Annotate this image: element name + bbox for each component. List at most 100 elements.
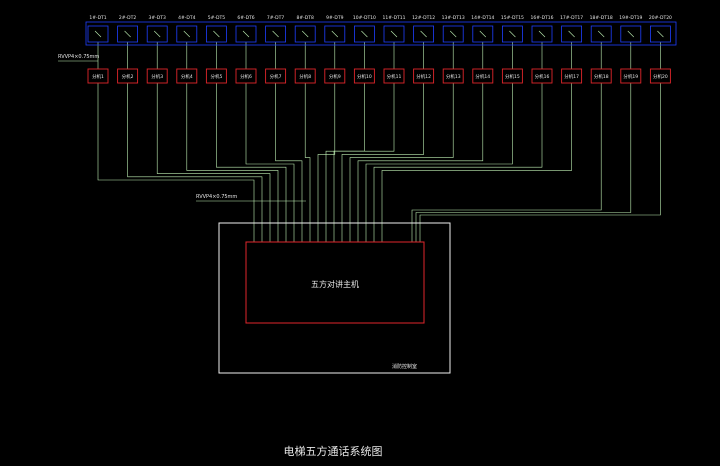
elevator-box-mark bbox=[479, 30, 487, 38]
module-label: 分机5 bbox=[210, 73, 222, 80]
elevator-label: 9#-DT9 bbox=[326, 15, 343, 21]
module-label: 分机13 bbox=[446, 73, 461, 80]
module-wire bbox=[156, 83, 271, 242]
module-label: 分机7 bbox=[270, 73, 282, 80]
module-label: 分机6 bbox=[240, 73, 252, 80]
elevator-box-mark bbox=[627, 30, 635, 38]
elevator-box-mark bbox=[390, 30, 398, 38]
elevator-box-mark bbox=[272, 30, 279, 38]
module-wire bbox=[415, 83, 632, 242]
elevator-box bbox=[265, 25, 287, 43]
elevator-box bbox=[324, 25, 346, 43]
elevator-box bbox=[294, 25, 316, 43]
fire-control-room-box bbox=[218, 222, 451, 374]
elevator-box-mark bbox=[509, 30, 516, 38]
module-wire bbox=[357, 83, 484, 242]
module-label: 分机2 bbox=[122, 73, 134, 80]
module-wire bbox=[333, 83, 395, 242]
module-wire bbox=[411, 83, 602, 242]
elevator-label: 19#-DT19 bbox=[619, 15, 642, 21]
module-box bbox=[294, 68, 316, 84]
module-box bbox=[87, 68, 109, 84]
elevator-box-mark bbox=[94, 30, 102, 38]
module-wire bbox=[373, 83, 543, 242]
elevator-label: 8#-DT8 bbox=[297, 15, 314, 21]
elevator-box-mark bbox=[538, 30, 546, 38]
elevator-box-mark bbox=[242, 30, 250, 38]
module-label: 分机1 bbox=[92, 73, 104, 80]
elevator-box bbox=[442, 25, 464, 43]
module-box bbox=[324, 68, 346, 84]
module-wire bbox=[325, 83, 365, 242]
elevator-box bbox=[353, 25, 375, 43]
elevator-label: 11#-DT11 bbox=[382, 15, 405, 21]
elevator-label: 17#-DT17 bbox=[560, 15, 583, 21]
elevator-label: 10#-DT10 bbox=[353, 15, 376, 21]
wire-bundle bbox=[97, 42, 661, 242]
elevator-box bbox=[117, 25, 138, 43]
module-wire bbox=[275, 83, 303, 242]
module-box bbox=[205, 68, 227, 84]
elevator-label: 7#-DT7 bbox=[267, 15, 284, 21]
elevator-box bbox=[87, 25, 109, 43]
module-box bbox=[117, 68, 139, 84]
cable-label-top: RVVP4×0.75mm bbox=[58, 54, 99, 60]
elevator-box bbox=[531, 25, 553, 43]
module-wire bbox=[304, 83, 311, 242]
elevator-box-mark bbox=[331, 30, 339, 38]
module-label: 分机19 bbox=[623, 73, 638, 80]
module-label: 分机4 bbox=[181, 73, 193, 80]
elevator-box-mark bbox=[183, 30, 191, 38]
module-wire bbox=[127, 83, 263, 242]
intercom-host-label: 五方对讲主机 bbox=[311, 279, 359, 289]
elevator-label: 14#-DT14 bbox=[471, 15, 494, 21]
module-wire bbox=[349, 83, 454, 242]
module-label: 分机15 bbox=[505, 73, 520, 80]
elevator-box-mark bbox=[124, 30, 131, 38]
elevator-box-mark bbox=[153, 30, 161, 38]
module-label: 分机16 bbox=[535, 73, 550, 80]
module-label: 分机9 bbox=[329, 73, 341, 80]
cable-label-main: RVVP4×0.75mm bbox=[196, 194, 237, 200]
module-label: 分机12 bbox=[416, 73, 431, 80]
module-box bbox=[176, 68, 198, 84]
module-wire bbox=[419, 83, 661, 242]
module-box bbox=[472, 68, 494, 84]
elevator-box bbox=[650, 25, 671, 43]
elevator-box bbox=[205, 25, 227, 43]
elevator-box bbox=[561, 25, 582, 43]
module-label: 分机14 bbox=[475, 73, 490, 80]
module-label: 分机17 bbox=[564, 73, 579, 80]
module-box bbox=[265, 68, 287, 84]
elevator-box bbox=[501, 25, 523, 43]
elevator-label: 15#-DT15 bbox=[501, 15, 524, 21]
elevator-box bbox=[146, 25, 168, 43]
elevator-label: 3#-DT3 bbox=[149, 15, 166, 21]
module-label: 分机18 bbox=[594, 73, 609, 80]
elevator-label: 13#-DT13 bbox=[442, 15, 465, 21]
intercom-host-box bbox=[245, 241, 425, 324]
elevator-row-frame bbox=[85, 21, 677, 46]
diagram-title: 电梯五方通话系统图 bbox=[284, 444, 383, 458]
module-box bbox=[235, 68, 257, 84]
elevator-box bbox=[620, 25, 642, 43]
elevator-box bbox=[413, 25, 435, 43]
elevator-box bbox=[590, 25, 612, 43]
elevator-box-mark bbox=[657, 30, 664, 38]
elevator-box-mark bbox=[361, 30, 368, 38]
module-label: 分机8 bbox=[299, 73, 311, 80]
elevator-box-mark bbox=[420, 30, 427, 38]
module-label: 分机10 bbox=[357, 73, 372, 80]
elevator-box bbox=[472, 25, 494, 43]
module-wire bbox=[341, 83, 424, 242]
module-box bbox=[590, 68, 612, 84]
module-box bbox=[383, 68, 405, 84]
module-box bbox=[413, 68, 435, 84]
module-wire bbox=[245, 83, 295, 242]
elevator-box bbox=[383, 25, 405, 43]
elevator-label: 1#-DT1 bbox=[89, 15, 106, 21]
module-box bbox=[620, 68, 642, 84]
